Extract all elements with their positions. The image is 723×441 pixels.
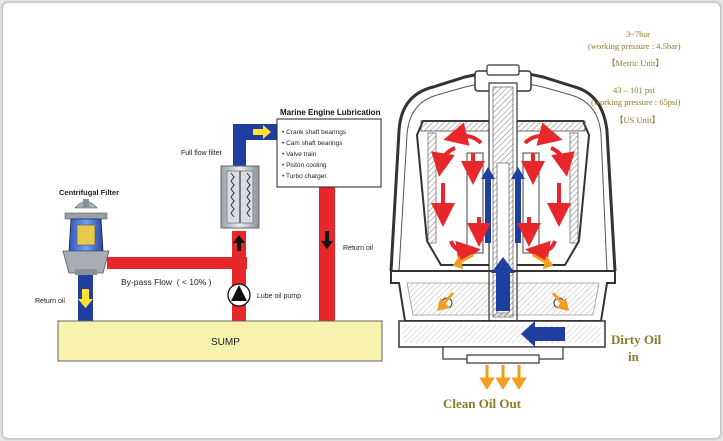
red-flow-arrow [449, 240, 481, 265]
centrifugal-filter [62, 199, 110, 275]
return-pipe-right [319, 186, 335, 323]
dirty-oil-up-arrow-right [511, 167, 525, 243]
metric-unit-label: 【Metric Unit】 [607, 58, 664, 68]
arrow-return-down [321, 231, 333, 249]
clean-oil-flow-arrows [436, 253, 570, 390]
sump-tank [57, 320, 383, 362]
pressure-us-working: (working pressure : 65psi) [591, 97, 681, 107]
bypass-pipe [107, 257, 247, 269]
clean-oil-out-label: Clean Oil Out [443, 396, 522, 411]
dirty-oil-in-label: in [628, 349, 640, 364]
outlet-port [466, 354, 540, 364]
us-unit-label: 【US Unit】 [615, 115, 660, 125]
lubrication-item: • Crank shaft bearings [282, 129, 347, 136]
dirty-oil-label: Dirty Oil [611, 332, 662, 347]
red-flow-arrow [443, 122, 483, 146]
arrow-pump-up [233, 235, 245, 251]
pressure-metric: 3~7bar [626, 29, 650, 39]
bypass-flow-label: By-pass Flow ( < 10% ) [121, 277, 212, 287]
lube-oil-pump [227, 283, 251, 307]
pressure-us: 43 – 101 psi [613, 85, 655, 95]
red-flow-arrow [525, 240, 557, 265]
red-flow-arrow [431, 146, 456, 177]
full-flow-filter [220, 165, 260, 229]
arrow-into-lubrication-box [253, 125, 271, 139]
return-oil-right-label: Return oil [343, 245, 373, 252]
red-flow-arrow [550, 146, 575, 177]
sump-label: SUMP [211, 337, 240, 348]
return-oil-left-label: Return oil [35, 298, 65, 305]
lubrication-item: • Valve train [282, 151, 317, 158]
lube-oil-pump-label: Lube oil pump [257, 293, 301, 300]
lubrication-item: • Turbo charger [282, 173, 327, 180]
arrow-return-left-down [78, 289, 93, 308]
dirty-oil-inlet-arrow [521, 321, 565, 347]
centrifuge-cross-section [389, 64, 617, 390]
centrifugal-filter-label: Centrifugal Filter [59, 188, 119, 197]
lubrication-item: • Cam shaft bearings [282, 140, 343, 147]
lubrication-box-title: Marine Engine Lubrication [280, 108, 381, 117]
dirty-oil-up-arrow-left [481, 167, 495, 243]
diagram-canvas: SUMP Centrifugal Filter Full flow filter… [35, 29, 681, 411]
pressure-metric-working: (working pressure : 4.5bar) [588, 41, 681, 51]
lubrication-item: • Piston cooling [282, 162, 327, 169]
lubrication-box [276, 118, 382, 188]
lubrication-circuit: SUMP [57, 118, 383, 362]
red-flow-arrow [523, 122, 563, 146]
dirty-oil-up-arrow [491, 257, 515, 311]
full-flow-filter-label: Full flow filter [181, 150, 223, 157]
